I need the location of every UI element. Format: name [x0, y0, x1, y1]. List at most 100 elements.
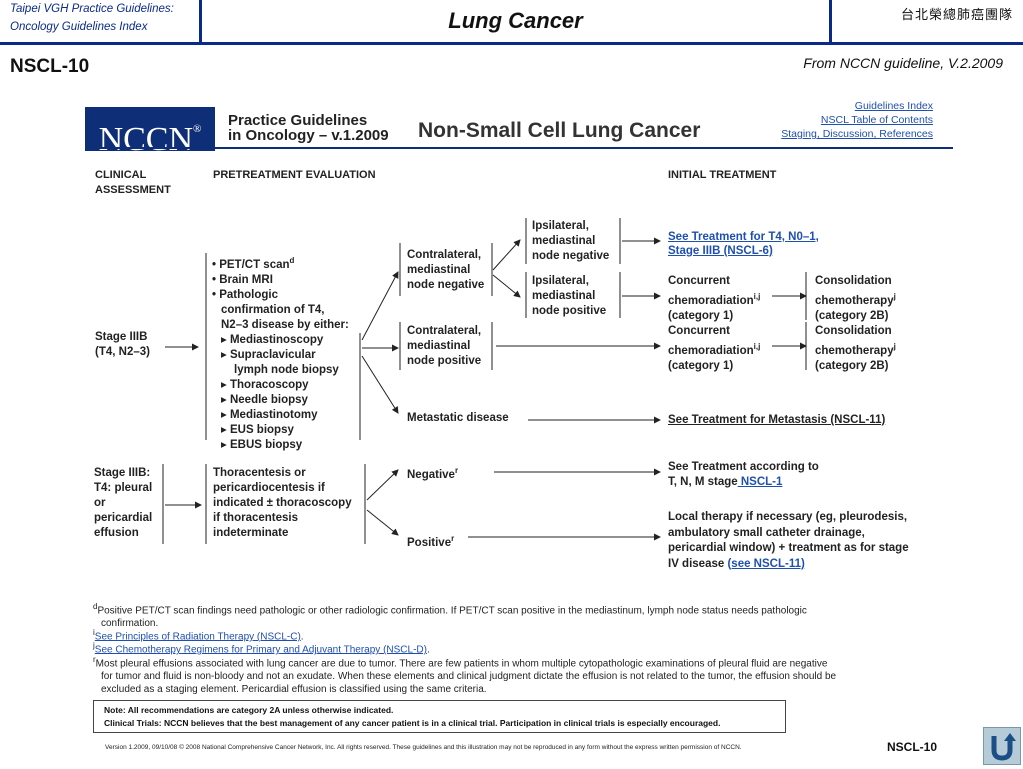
branch-ip-neg: Ipsilateral, mediastinal node negative [532, 219, 609, 264]
footnote-j-link[interactable]: See Chemotherapy Regimens for Primary an… [94, 644, 427, 656]
cons1-line2: chemotherapyj [815, 289, 896, 309]
cons1-line3: (category 2B) [815, 309, 889, 322]
branch-ip-pos: Ipsilateral, mediastinal node positive [532, 274, 606, 319]
col-clinical-1: CLINICAL [95, 169, 147, 181]
branch-cn-pos: Contralateral, mediastinal node positive [407, 324, 481, 369]
guidelines-index-link[interactable]: Guidelines Index [854, 100, 933, 112]
eval-a-sub-5-text: Needle biopsy [229, 393, 308, 406]
stage-b-2: T4: pleural [94, 482, 153, 494]
eval-a-sub-1-text: Mediastinoscopy [229, 333, 324, 346]
return-u-icon[interactable] [983, 727, 1021, 765]
neg-t1: See Treatment according to [668, 461, 819, 473]
footnote-d-line2: confirmation. [101, 618, 159, 630]
footnote-i-link[interactable]: See Principles of Radiation Therapy (NSC… [94, 631, 301, 643]
stage-b-1: Stage IIIB: [94, 467, 151, 479]
cons2-line2-sup: j [893, 342, 896, 351]
footer-page-code: NSCL-10 [887, 740, 938, 754]
eval-a-sub-4: ▸ Thoracoscopy [221, 378, 309, 391]
note-line2: Clinical Trials: NCCN believes that the … [104, 718, 721, 728]
eval-a-sub-8: ▸ EBUS biopsy [221, 438, 303, 451]
practice-guidelines-title: Practice Guidelines in Oncology – v.1.20… [228, 113, 389, 143]
cc1-line1: Concurrent [668, 275, 730, 287]
nscl-1-link[interactable]: NSCL-1 [737, 476, 783, 488]
col-clinical: CLINICAL ASSESSMENT [95, 168, 171, 198]
effusion-negative-text: Negative [407, 468, 455, 481]
footnote-r-line3: excluded as a staging element. Pericardi… [101, 684, 487, 696]
chemoradiation-1: Concurrent chemoradiationi,j (category 1… [668, 274, 760, 324]
pos-t4: IV disease (see NSCL-11) [668, 557, 909, 573]
nccn-logo: NCCN® [85, 107, 215, 158]
logo-text: NCCN [98, 121, 194, 158]
eval-b-2: pericardiocentesis if [213, 482, 325, 494]
footnote-i: iSee Principles of Radiation Therapy (NS… [93, 628, 304, 643]
eval-a-item-4: confirmation of T4, [221, 303, 325, 316]
neg-t2: T, N, M stage NSCL-1 [668, 475, 819, 490]
header-left-line1: Taipei VGH Practice Guidelines: [10, 3, 174, 15]
negative-treatment: See Treatment according to T, N, M stage… [668, 460, 819, 490]
footnote-j: jSee Chemotherapy Regimens for Primary a… [93, 641, 430, 656]
eval-a-sub-3: lymph node biopsy [234, 363, 339, 376]
source-note: From NCCN guideline, V.2.2009 [803, 55, 1003, 71]
eval-a-item-1: • PET/CT scand [212, 253, 349, 273]
pos-t2: ambulatory small catheter drainage, [668, 526, 865, 539]
pg-line1: Practice Guidelines [228, 112, 368, 129]
stage-b-label: Stage IIIB: T4: pleural or pericardial e… [94, 466, 152, 541]
header-divider [0, 42, 1023, 45]
branch-cn-neg: Contralateral, mediastinal node negative [407, 248, 484, 293]
eval-a-sub-1: ▸ Mediastinoscopy [221, 333, 324, 346]
cc2-line1: Concurrent [668, 325, 730, 337]
effusion-positive-sup: r [451, 534, 455, 543]
stage-b-5: effusion [94, 527, 139, 539]
cn-pos-2: mediastinal [407, 340, 471, 352]
stage-b-4: pericardial [94, 512, 153, 524]
staging-link[interactable]: Staging, Discussion, References [781, 128, 933, 140]
footnote-d: dPositive PET/CT scan findings need path… [93, 600, 933, 630]
header-left: Taipei VGH Practice Guidelines: Oncology… [0, 0, 202, 42]
stage-a-line1: Stage IIIB [95, 331, 148, 343]
eval-a-sub-7-text: EUS biopsy [229, 423, 294, 436]
eval-b-5: indeterminate [213, 527, 289, 539]
footnote-d-line1: dPositive PET/CT scan findings need path… [93, 600, 933, 617]
cn-neg-1: Contralateral, [407, 249, 482, 261]
footnote-d-mark: d [93, 602, 98, 611]
eval-a-sub-6-text: Mediastinotomy [229, 408, 318, 421]
pos-t1: Local therapy if necessary (eg, pleurode… [668, 511, 908, 523]
footnote-j-mark: j [93, 641, 95, 650]
page-code: NSCL-10 [10, 56, 90, 77]
t4-treatment-link[interactable]: See Treatment for T4, N0–1, Stage IIIB (… [668, 230, 819, 258]
panel-top-rule [85, 147, 953, 149]
neg-t2-text: T, N, M stage [668, 476, 738, 488]
consolidation-1: Consolidation chemotherapyj (category 2B… [815, 274, 896, 324]
cons2-line3: (category 2B) [815, 359, 889, 372]
chemoradiation-2: Concurrent chemoradiationi,j (category 1… [668, 324, 760, 374]
note-line1: Note: All recommendations are category 2… [104, 705, 394, 715]
cc1-line2-sup: i,j [753, 292, 761, 301]
stage-a-line2: (T4, N2–3) [95, 346, 150, 358]
cc1-line2: chemoradiationi,j [668, 289, 760, 309]
ip-pos-1: Ipsilateral, [532, 275, 589, 287]
pos-t4-text: IV disease [668, 557, 725, 570]
t4-link-1[interactable]: See Treatment for T4, N0–1, [668, 231, 819, 243]
footnote-r-line1-text: Most pleural effusions associated with l… [95, 658, 828, 670]
u-turn-arrow-icon [991, 733, 1016, 761]
eval-a-item-3: • Pathologic [212, 288, 279, 301]
slide-header: Taipei VGH Practice Guidelines: Oncology… [0, 0, 1023, 44]
cons1-line2-text: chemotherapy [815, 294, 894, 307]
cons1-line1: Consolidation [815, 275, 892, 287]
t4-link-2[interactable]: Stage IIIB (NSCL-6) [668, 245, 773, 257]
eval-b-4: if thoracentesis [213, 512, 298, 524]
effusion-negative: Negativer [407, 463, 458, 483]
col-clinical-2: ASSESSMENT [95, 184, 171, 196]
metastasis-link[interactable]: See Treatment for Metastasis (NSCL-11) [668, 414, 886, 426]
copyright-footer: Version 1.2009, 09/10/08 © 2008 National… [105, 744, 742, 751]
ip-pos-3: node positive [532, 305, 607, 317]
nscl-11-link[interactable]: (see NSCL-11) [727, 557, 805, 570]
footnote-r-mark: r [93, 655, 96, 664]
eval-a-list: • PET/CT scand • Brain MRI • Pathologic … [212, 253, 349, 453]
effusion-positive-text: Positive [407, 536, 452, 549]
nscl-toc-link[interactable]: NSCL Table of Contents [820, 114, 933, 126]
cc2-line2: chemoradiationi,j [668, 339, 760, 359]
eval-a-item-5: N2–3 disease by either: [221, 318, 349, 331]
cc1-line2-text: chemoradiation [668, 294, 754, 307]
eval-a-sub-8-text: EBUS biopsy [229, 438, 303, 451]
